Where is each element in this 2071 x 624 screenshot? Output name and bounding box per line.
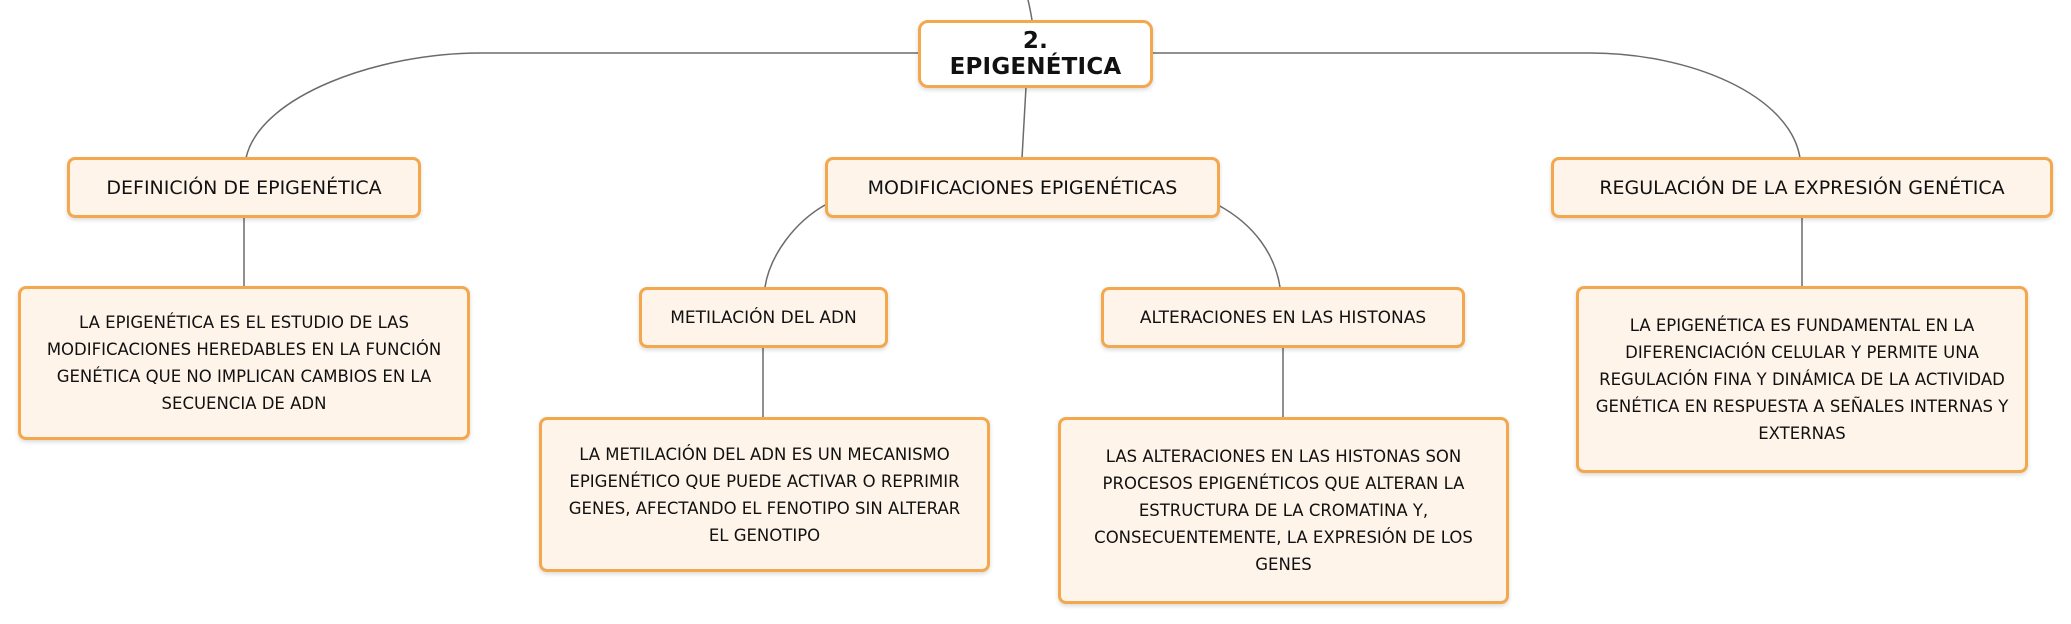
histones-detail-node[interactable]: LAS ALTERACIONES EN LAS HISTONAS SON PRO… [1058,417,1509,604]
methylation-detail-text: LA METILACIÓN DEL ADN ES UN MECANISMO EP… [568,444,961,545]
regulation-detail-text: LA EPIGENÉTICA ES FUNDAMENTAL EN LA DIFE… [1595,316,2009,443]
histones-detail-text: LAS ALTERACIONES EN LAS HISTONAS SON PRO… [1094,447,1473,574]
definition-topic-node[interactable]: DEFINICIÓN DE EPIGENÉTICA [67,157,421,218]
methylation-topic-node[interactable]: METILACIÓN DEL ADN [639,287,888,348]
connector-modifications-methylation [764,204,826,288]
root-topic-label: 2. EPIGENÉTICA [949,28,1122,80]
root-topic-node[interactable]: 2. EPIGENÉTICA [918,20,1153,88]
modifications-topic-node[interactable]: MODIFICACIONES EPIGENÉTICAS [825,157,1220,218]
methylation-topic-label: METILACIÓN DEL ADN [670,307,857,328]
connector-root-regulation [1153,52,1801,159]
connector-modifications-histones [1217,204,1281,288]
modifications-topic-label: MODIFICACIONES EPIGENÉTICAS [867,176,1178,199]
connector-root-modifications [1021,86,1027,159]
regulation-topic-label: REGULACIÓN DE LA EXPRESIÓN GENÉTICA [1599,176,2005,199]
definition-topic-label: DEFINICIÓN DE EPIGENÉTICA [106,176,382,199]
methylation-detail-node[interactable]: LA METILACIÓN DEL ADN ES UN MECANISMO EP… [539,417,990,572]
definition-detail-node[interactable]: LA EPIGENÉTICA ES EL ESTUDIO DE LAS MODI… [18,286,470,440]
histones-topic-label: ALTERACIONES EN LAS HISTONAS [1139,307,1427,328]
connector-parent-root [1027,0,1033,21]
histones-topic-node[interactable]: ALTERACIONES EN LAS HISTONAS [1101,287,1465,348]
regulation-detail-node[interactable]: LA EPIGENÉTICA ES FUNDAMENTAL EN LA DIFE… [1576,286,2028,473]
definition-detail-text: LA EPIGENÉTICA ES EL ESTUDIO DE LAS MODI… [46,313,442,413]
connector-root-definition [245,52,918,159]
regulation-topic-node[interactable]: REGULACIÓN DE LA EXPRESIÓN GENÉTICA [1551,157,2053,218]
